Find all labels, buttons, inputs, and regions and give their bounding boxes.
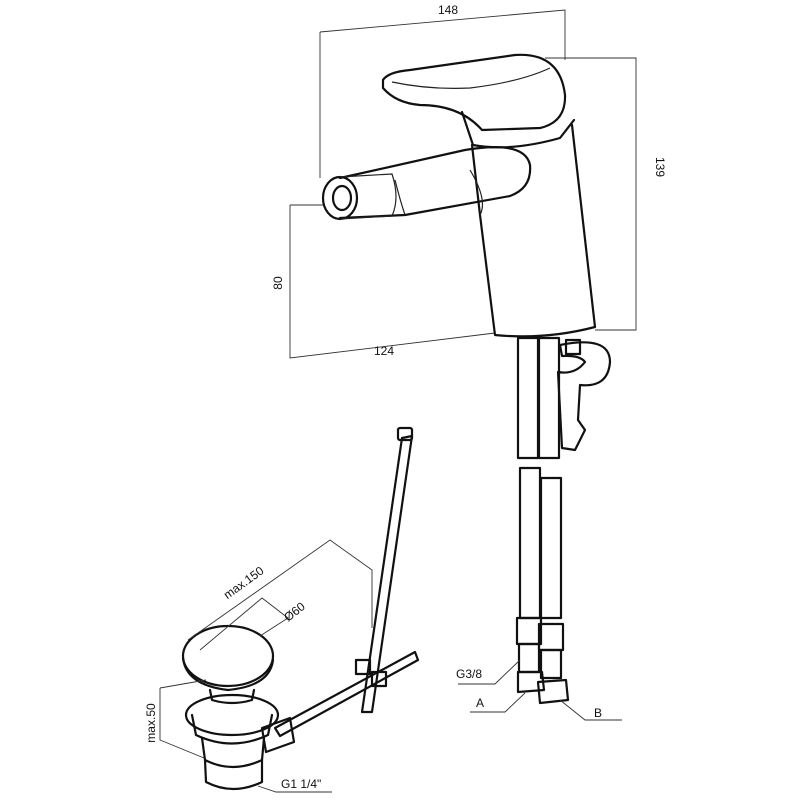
- dimension-139: 139: [653, 157, 667, 177]
- dimension-148: 148: [438, 3, 458, 17]
- mounting-clamp: [556, 338, 612, 452]
- dimension-124: 124: [374, 344, 394, 358]
- drain-assembly: [181, 624, 296, 791]
- faucet-body: [321, 53, 597, 338]
- connection-b-label: B: [594, 706, 602, 720]
- popup-rod: [273, 426, 420, 738]
- flexible-hoses: [515, 336, 570, 705]
- drain-dimensions: [159, 539, 373, 793]
- drain-diameter: Ø60: [281, 599, 308, 624]
- faucet-dimensions: [289, 9, 637, 359]
- drain-thread-label: G1 1/4": [281, 777, 321, 791]
- dimension-80: 80: [271, 276, 285, 290]
- connection-a-label: A: [476, 696, 484, 710]
- hose-thread-label: G3/8: [456, 667, 482, 681]
- hose-leaders: [458, 659, 622, 721]
- drain-max-length: max.150: [221, 563, 267, 602]
- drain-max-height: max.50: [144, 703, 158, 743]
